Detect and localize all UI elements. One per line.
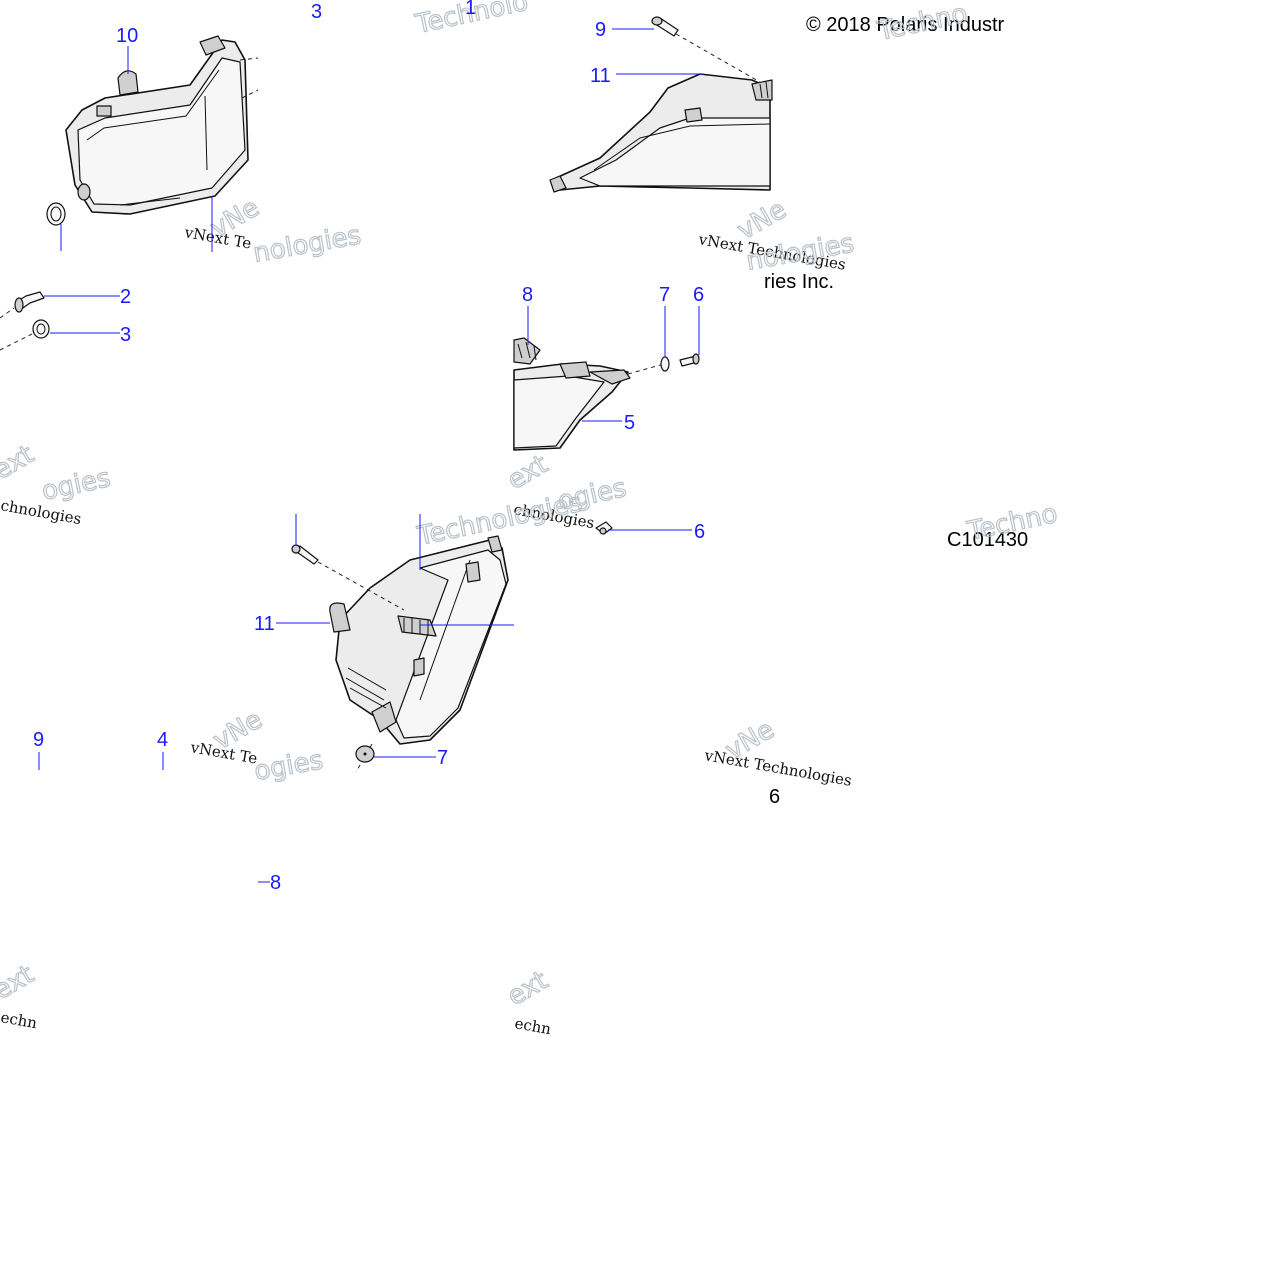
bolt-part-6-mid bbox=[679, 353, 700, 367]
callout-11-top: 11 bbox=[590, 65, 611, 87]
o-ring-part bbox=[50, 206, 62, 222]
callout-9-top: 9 bbox=[595, 19, 606, 41]
callout-8-mid: 8 bbox=[522, 284, 533, 306]
bolt-part-6-low bbox=[595, 521, 613, 535]
bolt-part-9-low bbox=[291, 544, 319, 565]
callout-10: 10 bbox=[116, 25, 138, 47]
callout-6-mid: 6 bbox=[693, 284, 704, 306]
callout-7-mid: 7 bbox=[659, 284, 670, 306]
stray-label: 6 bbox=[769, 786, 780, 808]
callout-3: 3 bbox=[120, 324, 131, 346]
callout-6-low: 6 bbox=[694, 521, 705, 543]
callout-11-low: 11 bbox=[254, 613, 275, 635]
watermark-outline: ext bbox=[0, 960, 39, 1007]
watermark-outline: ext bbox=[503, 966, 554, 1013]
washer-part-7-low bbox=[355, 745, 375, 763]
callout-9-low: 9 bbox=[33, 729, 44, 751]
bolt-part-2 bbox=[0, 291, 45, 319]
watermark-outline: ext bbox=[503, 450, 554, 497]
drawing-code: C101430 bbox=[947, 529, 1028, 551]
callout-5: 5 bbox=[624, 412, 635, 434]
headlight-housing-middle bbox=[513, 337, 665, 451]
washer-part-7-mid bbox=[660, 356, 670, 372]
headlight-housing-top-right bbox=[549, 33, 773, 193]
callout-3-top: 3 bbox=[311, 1, 322, 23]
callout-1-top: 1 bbox=[465, 0, 476, 19]
copyright-tail-text: ries Inc. bbox=[764, 271, 834, 293]
o-ring-part-3 bbox=[0, 319, 50, 351]
watermark-serif: echn bbox=[0, 1008, 39, 1032]
watermark-outline: nologies bbox=[251, 220, 363, 268]
callout-8-low: 8 bbox=[270, 872, 281, 894]
copyright-text: © 2018 Polaris Industr bbox=[806, 14, 1005, 36]
watermark-outline: ext bbox=[0, 440, 39, 487]
headlight-housing-lower bbox=[317, 535, 509, 773]
leader-lines bbox=[38, 28, 704, 883]
callout-2: 2 bbox=[120, 286, 131, 308]
watermark-outline: Techno bbox=[874, 0, 970, 47]
headlight-housing-top-left bbox=[65, 35, 259, 215]
o-ring-part bbox=[46, 202, 66, 226]
watermark-outline: ogies bbox=[252, 745, 325, 787]
watermark-outline: ogies bbox=[39, 463, 113, 507]
callout-4: 4 bbox=[157, 729, 168, 751]
callout-labels: 10 3 1 9 11 2 3 8 7 6 5 6 11 9 4 7 8 bbox=[33, 0, 705, 894]
bolt-part-9-top bbox=[651, 16, 679, 37]
watermark-serif: echn bbox=[513, 1014, 553, 1038]
watermark-serif: vNext Technologies bbox=[702, 746, 853, 790]
callout-7-low: 7 bbox=[437, 747, 448, 769]
